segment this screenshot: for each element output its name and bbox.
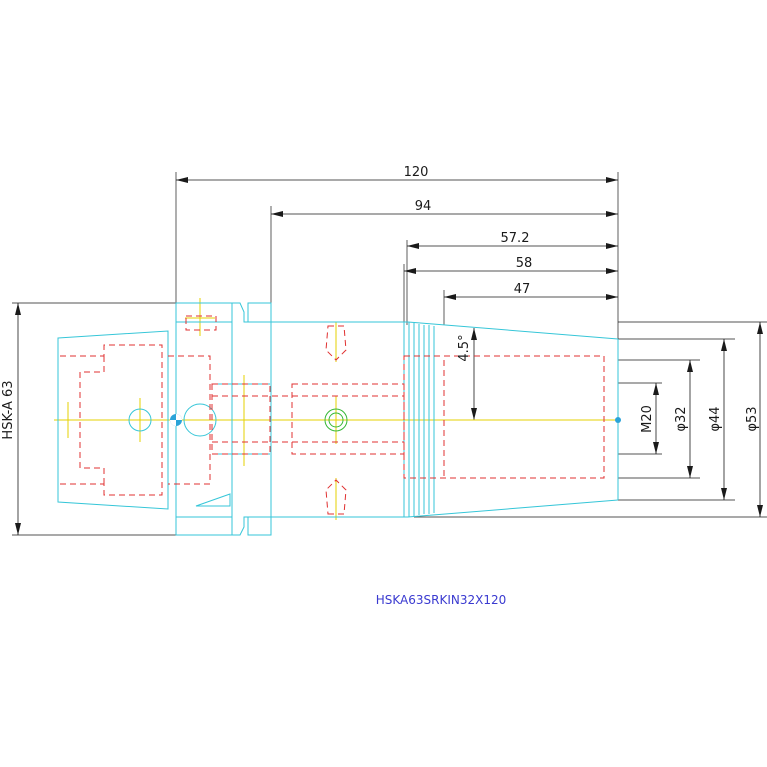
dim-d44: φ44 xyxy=(708,406,723,431)
dim-58: 58 xyxy=(516,256,533,271)
part-number-label: HSKA63SRKIN32X120 xyxy=(376,593,507,607)
dim-angle: 4.5° xyxy=(457,334,472,361)
dim-47: 47 xyxy=(514,282,531,297)
centerlines xyxy=(54,298,620,520)
dim-120: 120 xyxy=(404,165,429,180)
dim-94: 94 xyxy=(415,199,432,214)
dimension-lines xyxy=(12,172,767,536)
dim-d53: φ53 xyxy=(745,406,760,431)
part-outline xyxy=(57,302,619,536)
dim-m20: M20 xyxy=(640,405,655,433)
reference-points xyxy=(170,414,621,426)
hidden-lines xyxy=(60,315,605,515)
dim-d32: φ32 xyxy=(674,406,689,431)
dim-57-2: 57.2 xyxy=(501,231,530,246)
dimension-labels: 120 94 57.2 58 47 HSK-A 63 M20 φ32 φ44 φ… xyxy=(1,165,760,607)
dim-hsk-a63: HSK-A 63 xyxy=(1,380,16,439)
